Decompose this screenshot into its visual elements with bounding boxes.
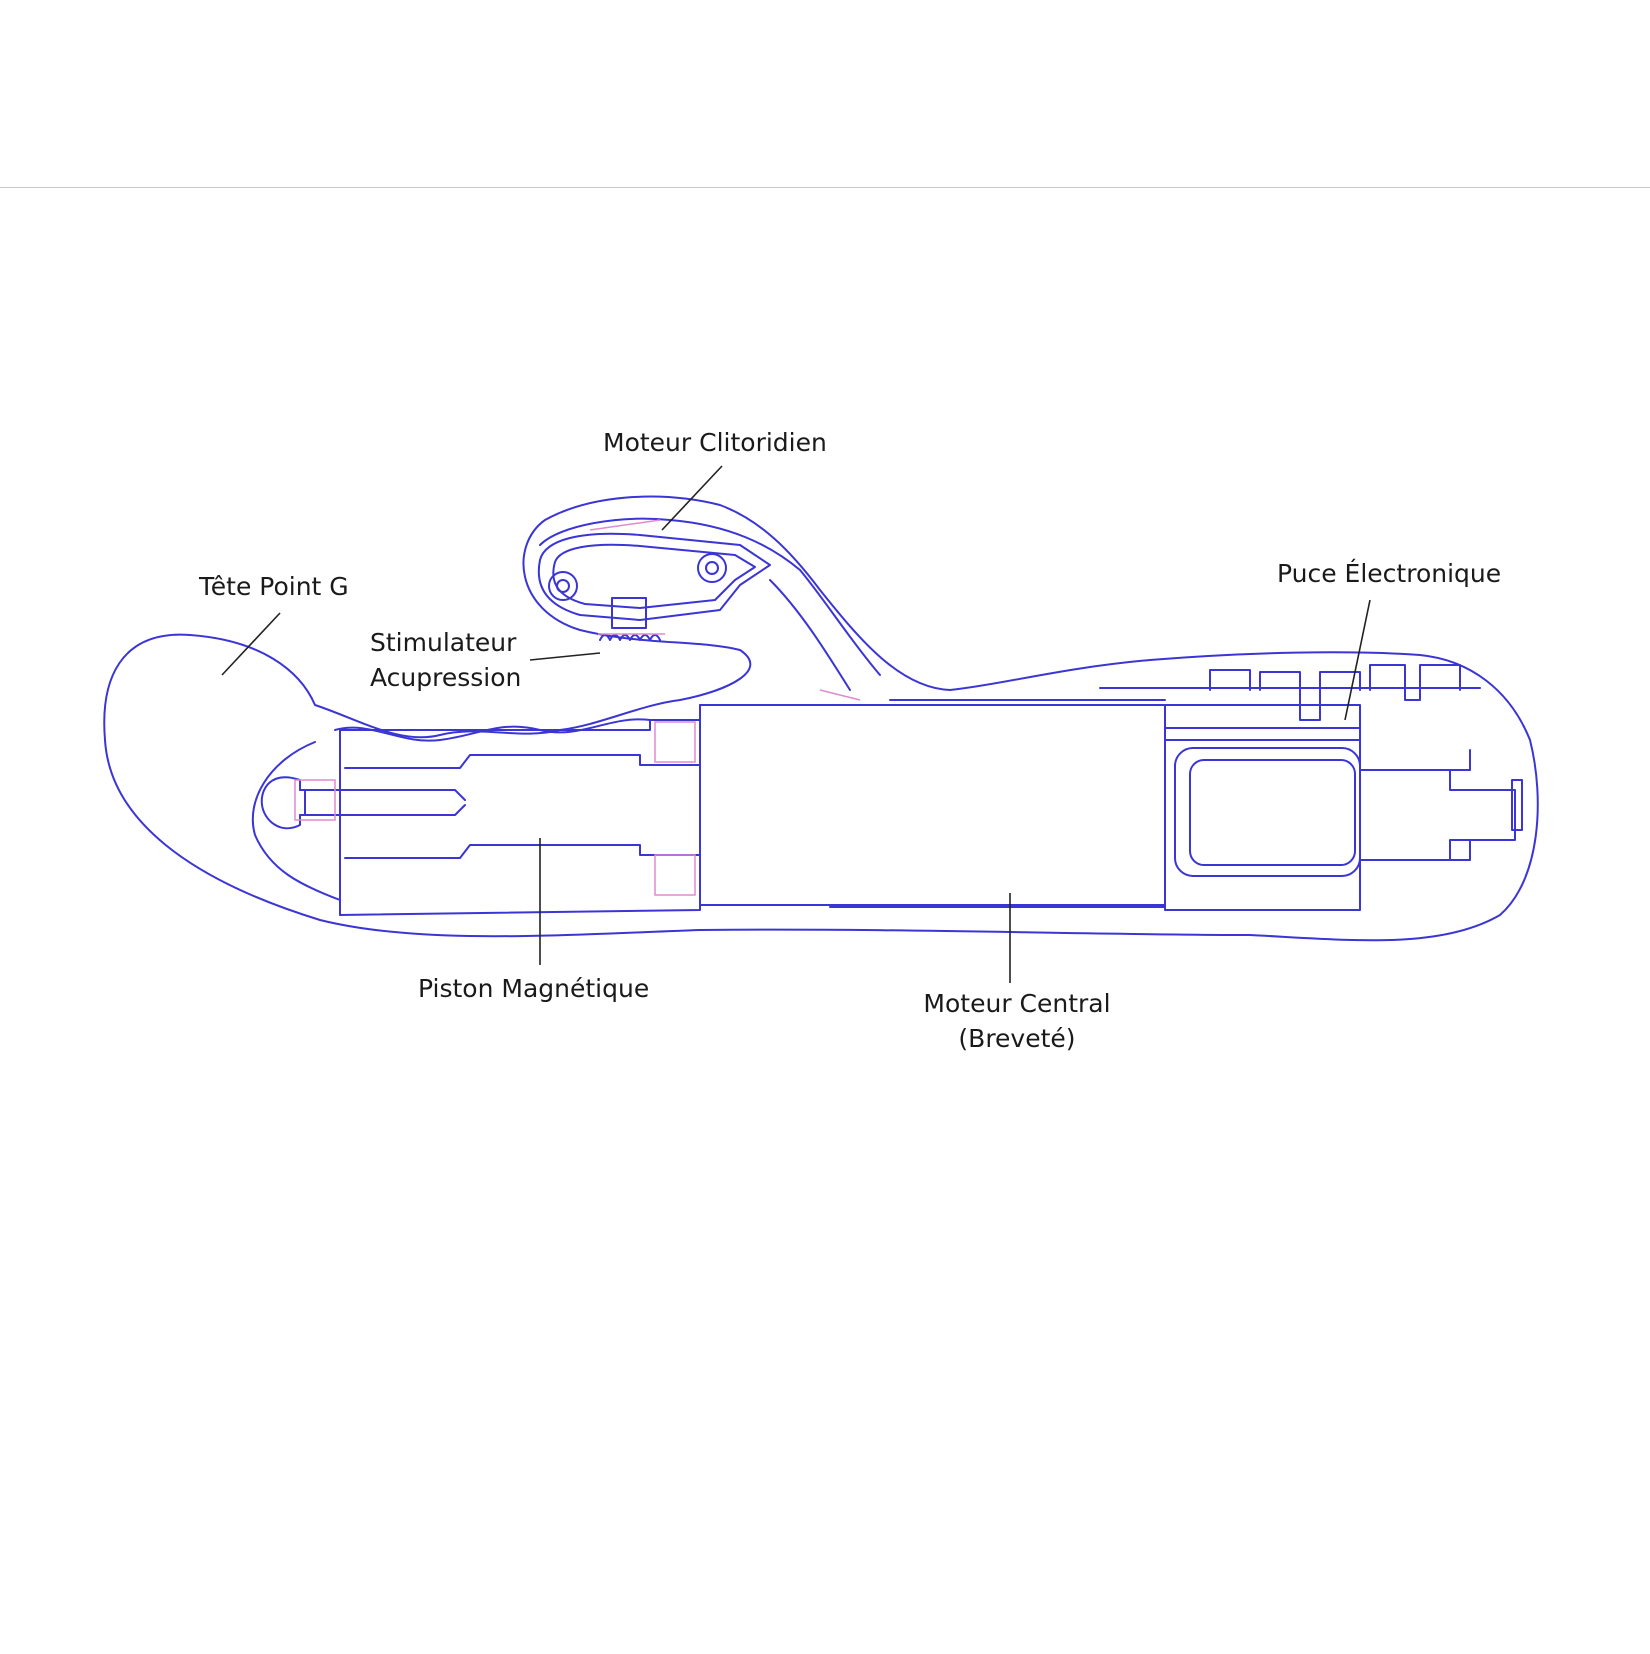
accent-arm-joint: [819, 689, 861, 701]
clitoral-arm-inner-2: [769, 579, 851, 691]
leader-acupressure: [529, 652, 601, 661]
clitoral-motor-housing-inner: [552, 543, 756, 609]
accent-shaft-top: [654, 721, 696, 763]
battery-cell-inner: [1189, 759, 1356, 866]
central-motor-body: [699, 704, 1166, 906]
motor-bearing-left-center: [556, 579, 570, 593]
piston-rod-bottom: [299, 804, 466, 816]
rear-compartment: [1164, 704, 1361, 911]
piston-channel-bottom: [344, 844, 701, 859]
piston-channel-top: [344, 754, 701, 769]
acupressure-block: [611, 597, 647, 629]
leader-clitoral-motor: [661, 465, 723, 531]
motor-bearing-left: [548, 571, 578, 601]
leader-chip: [1344, 599, 1371, 721]
clitoral-arm-inner: [539, 517, 881, 676]
clitoral-motor-housing: [537, 532, 771, 621]
acupressure-teeth: [599, 634, 661, 641]
label-chip: Puce Électronique: [1277, 559, 1501, 588]
label-acupressure-line1: Stimulateur: [370, 628, 517, 657]
accent-details: [294, 519, 861, 896]
accent-shaft-bottom: [654, 854, 696, 896]
label-acupressure-line2: Acupression: [370, 663, 521, 692]
callout-labels: Tête Point G Stimulateur Acupression Mot…: [198, 428, 1501, 1053]
piston-rod-top: [299, 789, 466, 801]
outer-body-contour: [103, 495, 1539, 942]
g-head-inner-contour: [251, 741, 341, 901]
motor-bearing-right: [697, 553, 727, 583]
piston-head: [260, 776, 306, 830]
label-central-motor-line1: Moteur Central: [923, 989, 1110, 1018]
shaft-inner-top: [339, 704, 1166, 731]
top-divider: [0, 187, 1650, 188]
label-clitoral-motor: Moteur Clitoridien: [603, 428, 827, 457]
rear-cap-detail: [1359, 769, 1516, 861]
device-outline: [103, 495, 1539, 942]
battery-cell: [1174, 747, 1361, 877]
rear-bracket: [1444, 749, 1471, 861]
label-central-motor-line2: (Breveté): [958, 1024, 1075, 1053]
leader-g-spot-head: [221, 612, 281, 676]
label-g-spot-head: Tête Point G: [198, 572, 349, 601]
chip-slots: [1209, 664, 1461, 721]
rear-button: [1511, 779, 1523, 831]
accent-motor-top: [589, 519, 661, 531]
label-piston: Piston Magnétique: [418, 974, 649, 1003]
accent-piston-head: [294, 779, 336, 821]
motor-bearing-right-center: [705, 561, 719, 575]
leader-lines: [221, 465, 1371, 983]
